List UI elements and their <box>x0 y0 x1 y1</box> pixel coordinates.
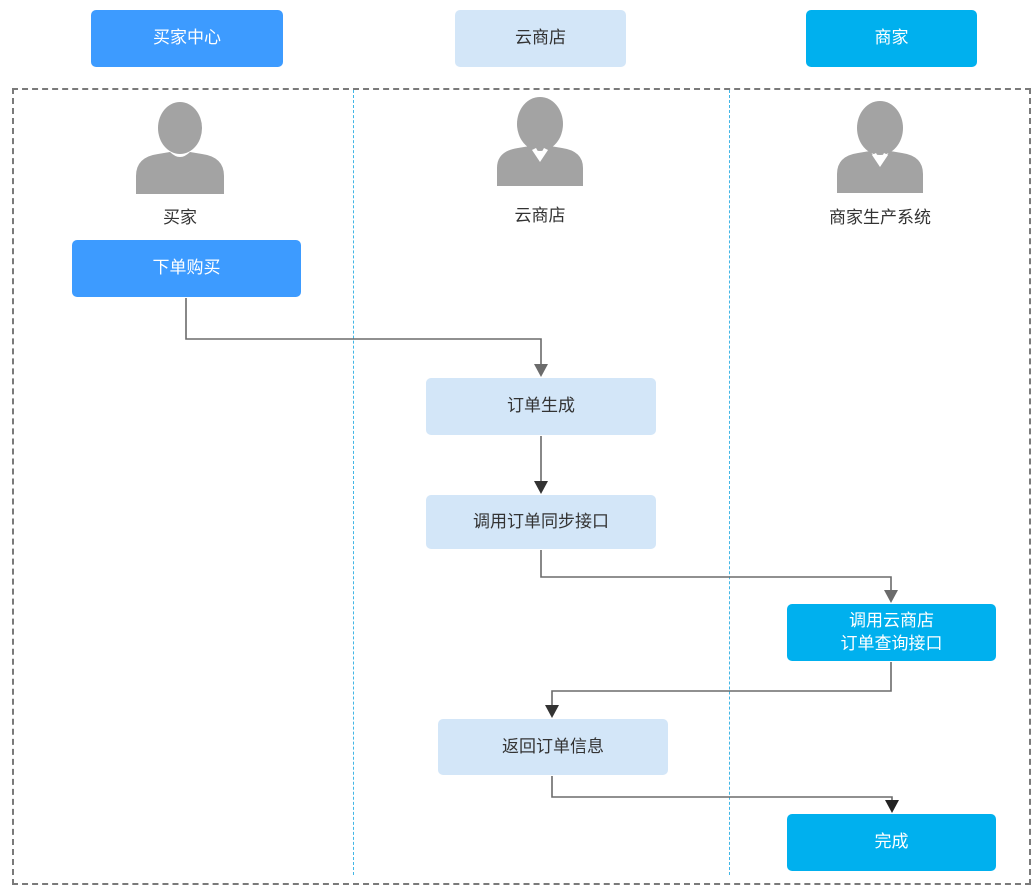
lane-header-cloud-store: 云商店 <box>455 10 626 67</box>
step-order-generated-label: 订单生成 <box>507 396 575 417</box>
connector-place-order-to-order-generated <box>185 298 542 366</box>
buyer-person-icon <box>136 102 224 194</box>
cloud-store-person-icon <box>497 97 583 186</box>
merchant-person-icon <box>837 101 923 193</box>
step-complete: 完成 <box>787 814 996 871</box>
lane-divider-right <box>729 90 730 875</box>
swimlane-frame <box>12 88 1031 885</box>
lane-divider-left <box>353 90 354 875</box>
step-return-order-info-label: 返回订单信息 <box>502 736 604 757</box>
lane-header-merchant: 商家 <box>806 10 977 67</box>
connector-return-info-to-complete <box>551 776 893 802</box>
step-return-order-info: 返回订单信息 <box>438 719 668 775</box>
actor-label-merchant-system: 商家生产系统 <box>829 208 931 228</box>
arrowhead-to-complete <box>885 800 899 813</box>
step-order-generated: 订单生成 <box>426 378 656 435</box>
step-call-query-api-label: 调用云商店 订单查询接口 <box>840 610 943 654</box>
connector-call-sync-to-call-query <box>540 550 892 592</box>
arrowhead-to-order-generated <box>534 364 548 377</box>
lane-header-buyer-center: 买家中心 <box>91 10 283 67</box>
step-call-sync-api: 调用订单同步接口 <box>426 495 656 549</box>
step-call-query-api: 调用云商店 订单查询接口 <box>787 604 996 661</box>
lane-header-buyer-center-label: 买家中心 <box>153 28 221 49</box>
step-complete-label: 完成 <box>874 832 909 853</box>
actor-label-cloud-store: 云商店 <box>514 206 566 226</box>
arrowhead-to-call-query <box>884 590 898 603</box>
step-place-order-label: 下单购买 <box>152 258 221 279</box>
step-place-order: 下单购买 <box>72 240 301 297</box>
arrowhead-to-return-info <box>545 705 559 718</box>
step-call-sync-api-label: 调用订单同步接口 <box>473 511 609 532</box>
arrowhead-to-call-sync <box>534 481 548 494</box>
connector-call-query-to-return-info <box>551 662 892 707</box>
lane-header-merchant-label: 商家 <box>874 28 909 49</box>
lane-header-cloud-store-label: 云商店 <box>515 28 566 49</box>
actor-label-buyer: 买家 <box>163 208 197 228</box>
